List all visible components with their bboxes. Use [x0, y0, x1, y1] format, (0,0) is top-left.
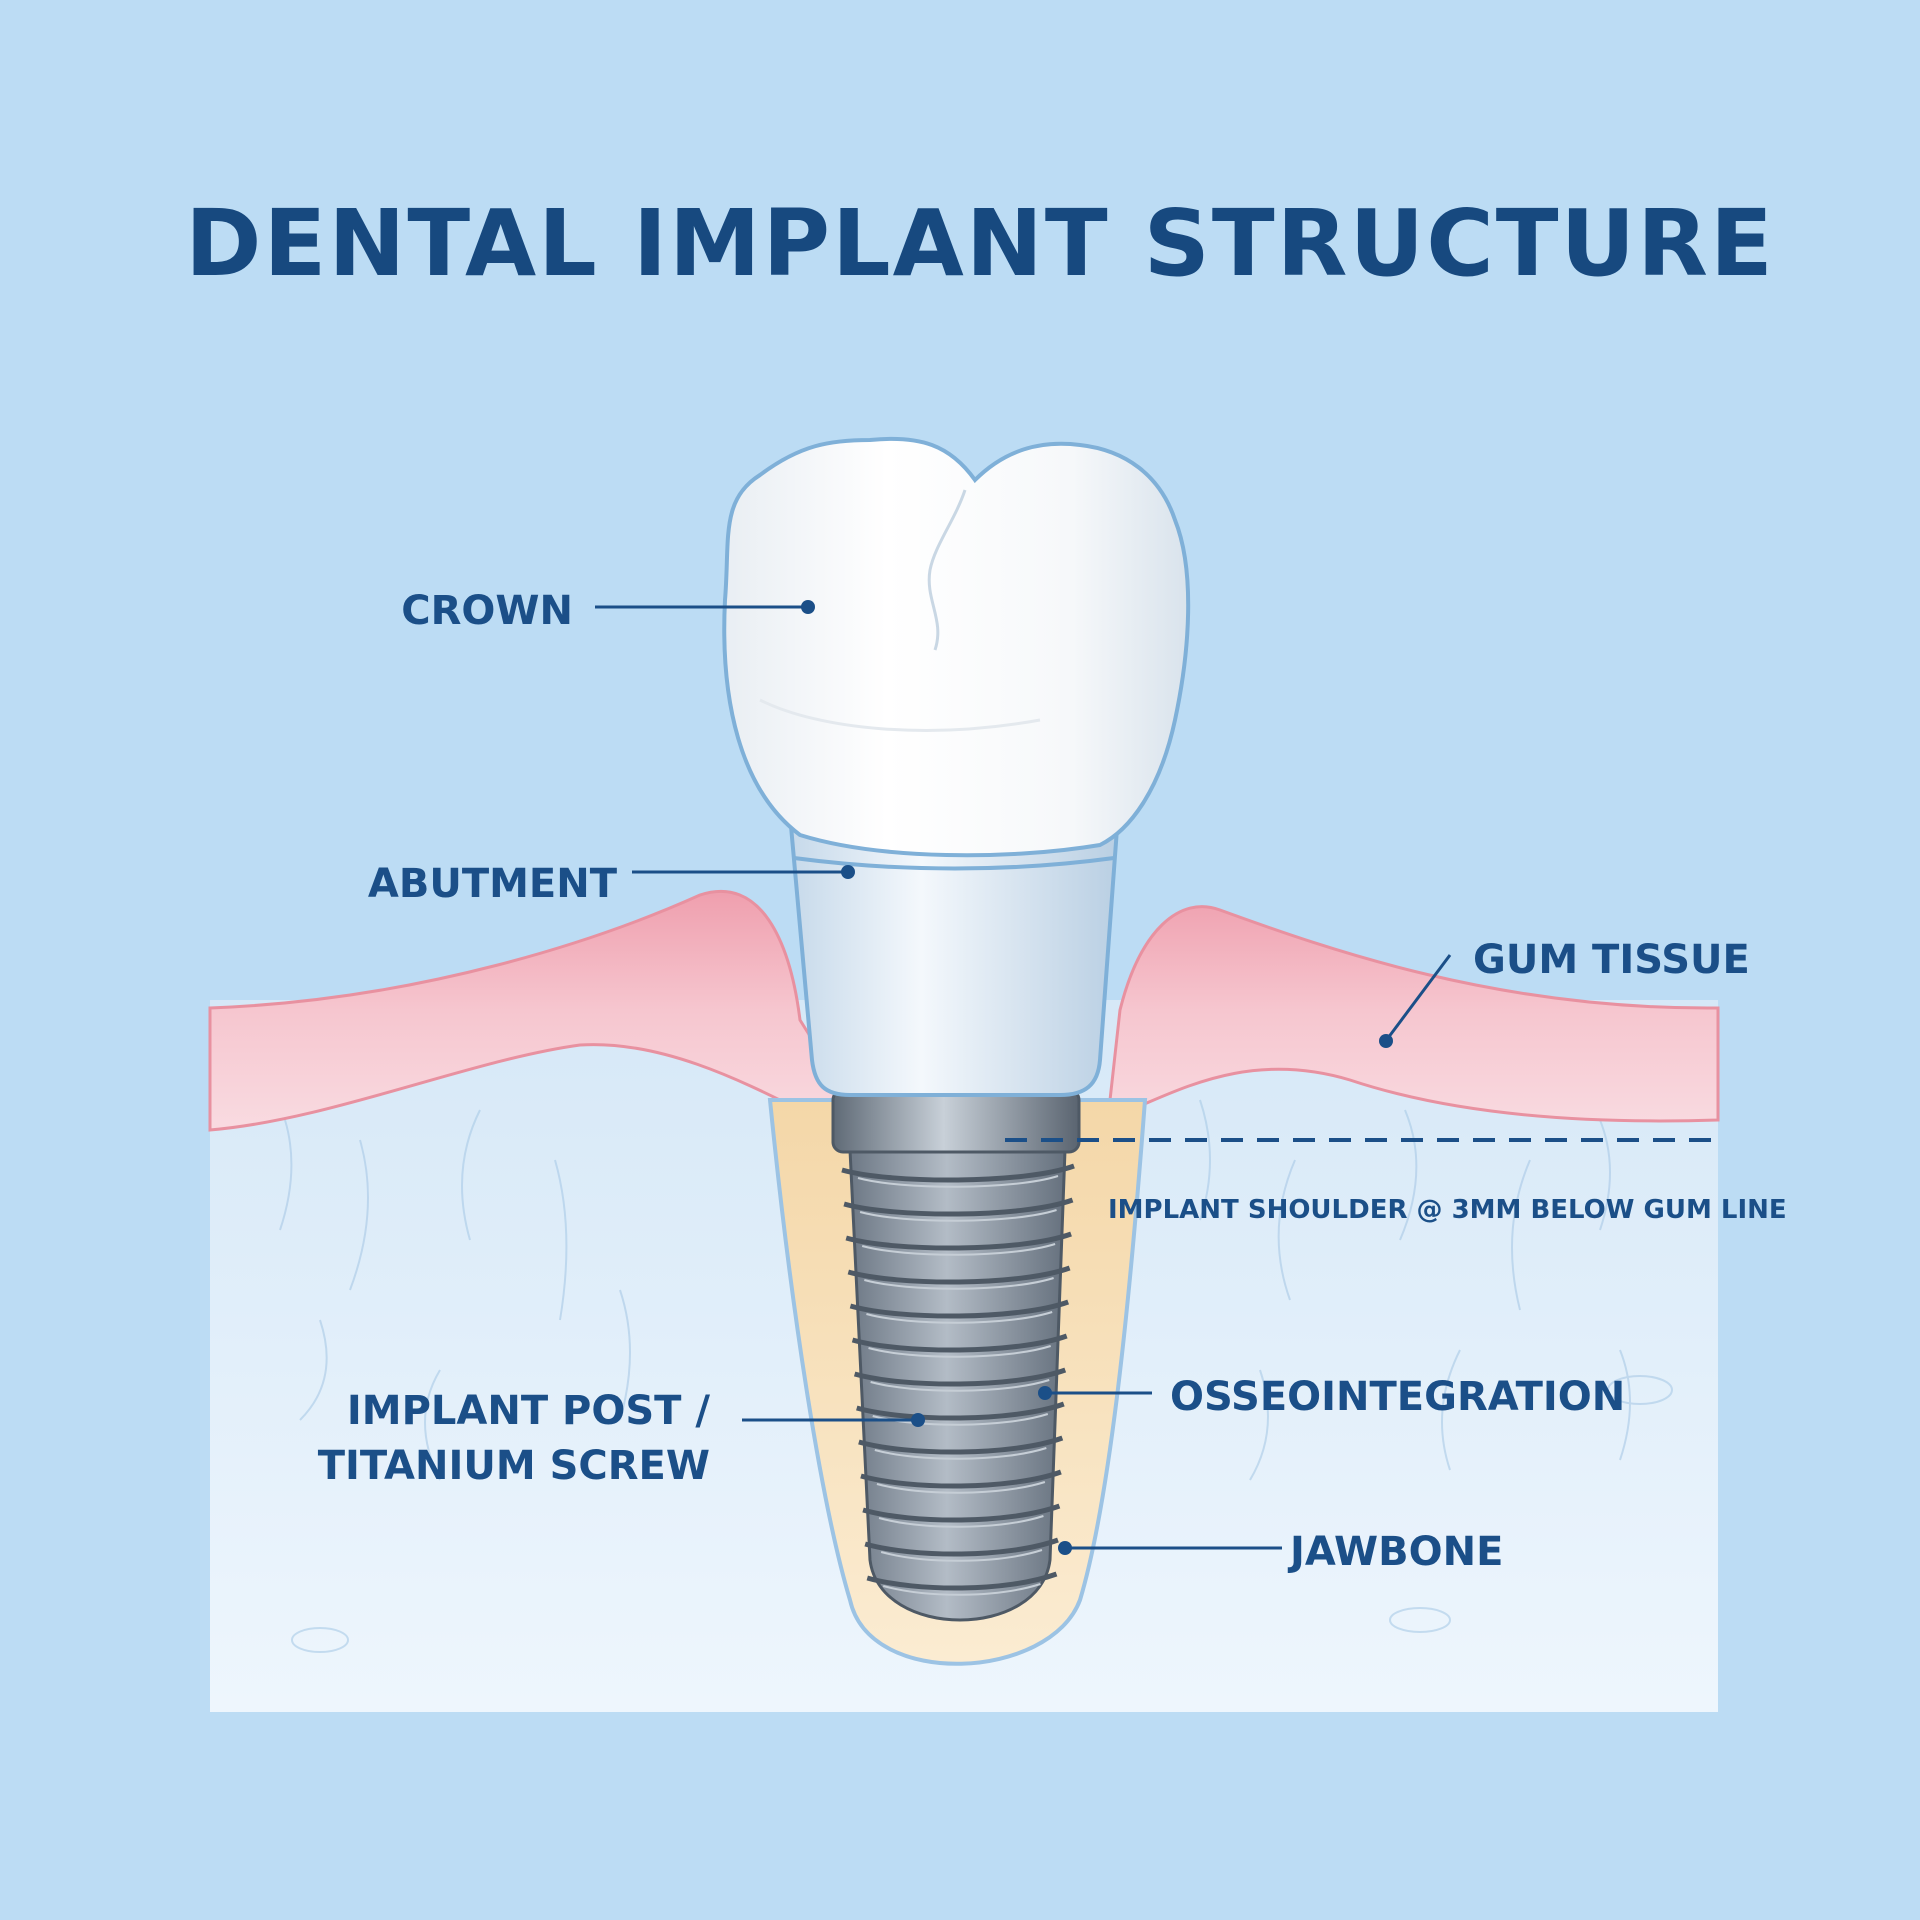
label-crown: CROWN: [401, 588, 573, 634]
label-osseointegration: OSSEOINTEGRATION: [1170, 1374, 1625, 1420]
label-implant-post-line2: TITANIUM SCREW: [318, 1443, 710, 1489]
label-gum-tissue: GUM TISSUE: [1473, 937, 1750, 983]
label-abutment: ABUTMENT: [368, 861, 618, 907]
label-implant-post-line1: IMPLANT POST /: [347, 1388, 710, 1434]
implant-post: [842, 1150, 1074, 1620]
label-jawbone: JAWBONE: [1287, 1529, 1503, 1575]
page-title: DENTAL IMPLANT STRUCTURE: [185, 190, 1775, 297]
label-implant-shoulder: IMPLANT SHOULDER @ 3MM BELOW GUM LINE: [1108, 1195, 1787, 1225]
implant-collar: [833, 1090, 1079, 1152]
crown: [724, 439, 1188, 855]
